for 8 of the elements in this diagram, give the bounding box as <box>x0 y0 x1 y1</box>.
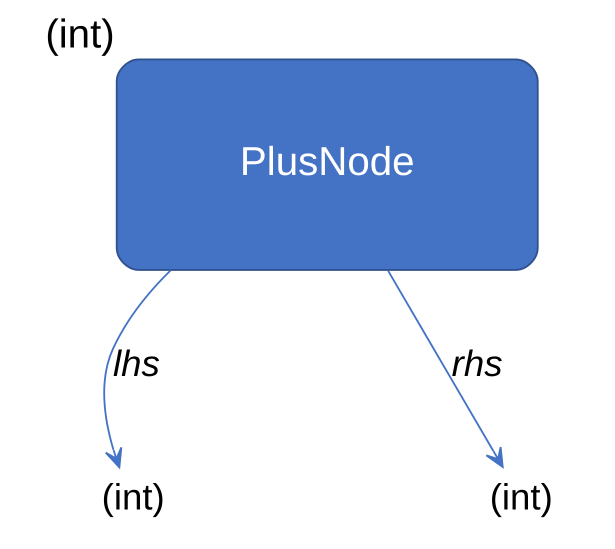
node-text: (int) <box>489 476 552 518</box>
arrow <box>102 270 171 468</box>
node-label: (int) <box>44 12 114 57</box>
node-box: PlusNode <box>115 58 538 271</box>
arrow <box>386 270 504 468</box>
node-text: (int) <box>101 476 164 518</box>
edge-label: rhs <box>451 343 502 384</box>
edge-label: lhs <box>112 343 160 384</box>
